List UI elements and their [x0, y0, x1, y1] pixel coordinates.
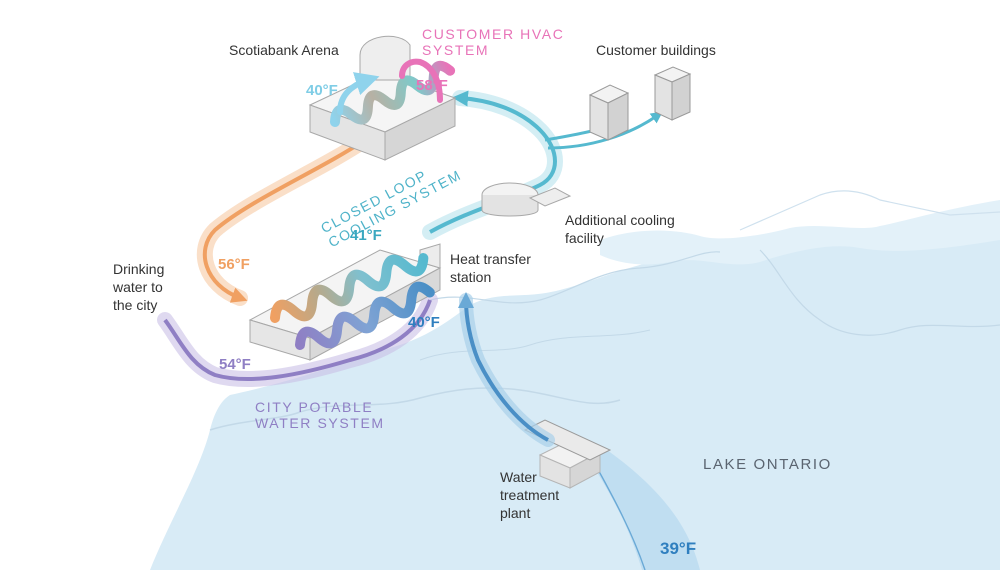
lake-ontario-water	[150, 190, 1000, 570]
water-treatment-plant	[523, 419, 612, 489]
closed-loop-return-pipe	[196, 132, 373, 306]
water-treatment-label-line3: plant	[500, 505, 531, 521]
additional-cooling-label-line2: facility	[565, 230, 604, 246]
hvac-system-label-line2: SYSTEM	[422, 42, 490, 58]
water-treatment-label-line1: Water	[500, 469, 537, 485]
temp-loop-supply: 41°F	[350, 227, 382, 244]
temp-hvac-return: 58°F	[416, 77, 448, 94]
water-treatment-label: Water treatment plant	[500, 468, 559, 522]
hvac-system-label: CUSTOMER HVAC SYSTEM	[422, 26, 564, 58]
customer-buildings-label: Customer buildings	[596, 42, 716, 58]
heat-exchanger-coils	[270, 253, 435, 350]
potable-system-label: CITY POTABLE WATER SYSTEM	[255, 399, 385, 431]
heat-transfer-label: Heat transfer station	[450, 250, 531, 286]
temp-lake-intake: 39°F	[660, 539, 697, 558]
hvac-system-label-line1: CUSTOMER HVAC	[422, 26, 565, 42]
arena-hvac-coil	[330, 58, 456, 127]
drinking-water-label-line3: the city	[113, 297, 158, 313]
customer-building-1	[588, 84, 630, 141]
drinking-water-label-line2: water to	[113, 279, 163, 295]
temp-lake-out: 40°F	[408, 314, 440, 331]
additional-cooling-facility	[481, 182, 572, 217]
additional-cooling-label: Additional cooling facility	[565, 211, 675, 247]
arena-label: Scotiabank Arena	[229, 42, 339, 58]
customer-building-2	[653, 66, 692, 121]
potable-system-label-line2: WATER SYSTEM	[255, 415, 385, 431]
potable-system-label-line1: CITY POTABLE	[255, 399, 374, 415]
heat-transfer-label-line2: station	[450, 269, 492, 285]
lake-ontario-label: LAKE ONTARIO	[703, 456, 832, 473]
drinking-water-label: Drinking water to the city	[113, 260, 164, 314]
drinking-water-label-line1: Drinking	[113, 261, 165, 277]
temp-hvac-supply: 40°F	[306, 82, 338, 99]
temp-potable-out: 54°F	[219, 356, 251, 373]
temp-loop-return: 56°F	[218, 256, 250, 273]
lake-intake-pipe	[458, 292, 555, 447]
additional-cooling-label-line1: Additional cooling	[565, 212, 675, 228]
water-treatment-label-line2: treatment	[500, 487, 560, 503]
heat-transfer-label-line1: Heat transfer	[450, 251, 531, 267]
potable-water-pipe	[157, 292, 438, 387]
